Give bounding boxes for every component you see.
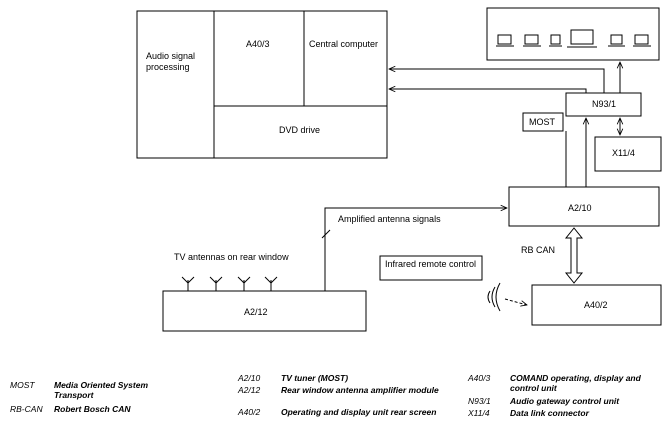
- x11-4-label: X11/4: [612, 148, 635, 158]
- legend-abbr: A2/12: [238, 385, 261, 395]
- legend-definition: Data link connector: [510, 408, 589, 418]
- ir-wave-2: [491, 286, 496, 308]
- rb-can-arrow: [564, 227, 584, 284]
- legend-abbr: N93/1: [468, 396, 491, 406]
- audio-signal-processing-label: Audio signal processing: [146, 51, 196, 72]
- legend-definition: COMAND operating, display and control un…: [510, 373, 641, 393]
- a40-2-label: A40/2: [584, 300, 608, 310]
- a2-12-label: A2/12: [244, 307, 268, 317]
- legend-abbr: MOST: [10, 380, 35, 390]
- rb-can-label: RB CAN: [521, 245, 556, 255]
- legend-definition: Rear window antenna amplifier module: [281, 385, 439, 395]
- legend-definition: Audio gateway control unit: [510, 396, 620, 406]
- legend-definition: Media Oriented System Transport: [54, 380, 149, 400]
- legend-abbr: A40/2: [238, 407, 261, 417]
- infrared-remote-label: Infrared remote control: [385, 259, 477, 269]
- infrared-remote-box: [379, 255, 483, 281]
- x11-4-box: [594, 136, 662, 172]
- bus-slash: [321, 229, 331, 239]
- ir-wave-1: [487, 290, 491, 304]
- legend-definition: TV tuner (MOST): [281, 373, 349, 383]
- legend-abbr: X11/4: [468, 408, 490, 418]
- dvd-drive-label: DVD drive: [279, 125, 321, 135]
- central-computer-label: Central computer: [309, 39, 379, 49]
- ir-dashed-arrow: [504, 298, 527, 305]
- legend-abbr: A2/10: [238, 373, 261, 383]
- rear-displays-box: [486, 7, 660, 61]
- legend-abbr: RB-CAN: [10, 404, 43, 414]
- legend-definition: Robert Bosch CAN: [54, 404, 131, 414]
- ir-wave-3: [495, 282, 501, 312]
- comand-unit-box: [136, 10, 388, 159]
- display-icons: [496, 29, 651, 48]
- connector-n93-to-comand-lower: [389, 89, 587, 93]
- tv-antennas-label: TV antennas on rear window: [174, 252, 289, 262]
- a2-10-box: [508, 186, 660, 227]
- most-label: MOST: [529, 117, 555, 127]
- a2-10-label: A2/10: [568, 203, 592, 213]
- a40-3-label: A40/3: [246, 39, 270, 49]
- legend-abbr: A40/3: [468, 373, 491, 383]
- connector-a2-12-to-a2-10: [324, 208, 507, 291]
- a2-12-box: [162, 290, 367, 332]
- most-box: [522, 112, 564, 132]
- n93-1-label: N93/1: [592, 99, 617, 109]
- connector-n93-to-comand-upper: [389, 69, 605, 93]
- legend-definition: Operating and display unit rear screen: [281, 407, 437, 417]
- antenna-group: [181, 276, 278, 291]
- amplified-antenna-signals-label: Amplified antenna signals: [338, 214, 441, 224]
- a40-2-box: [531, 284, 662, 326]
